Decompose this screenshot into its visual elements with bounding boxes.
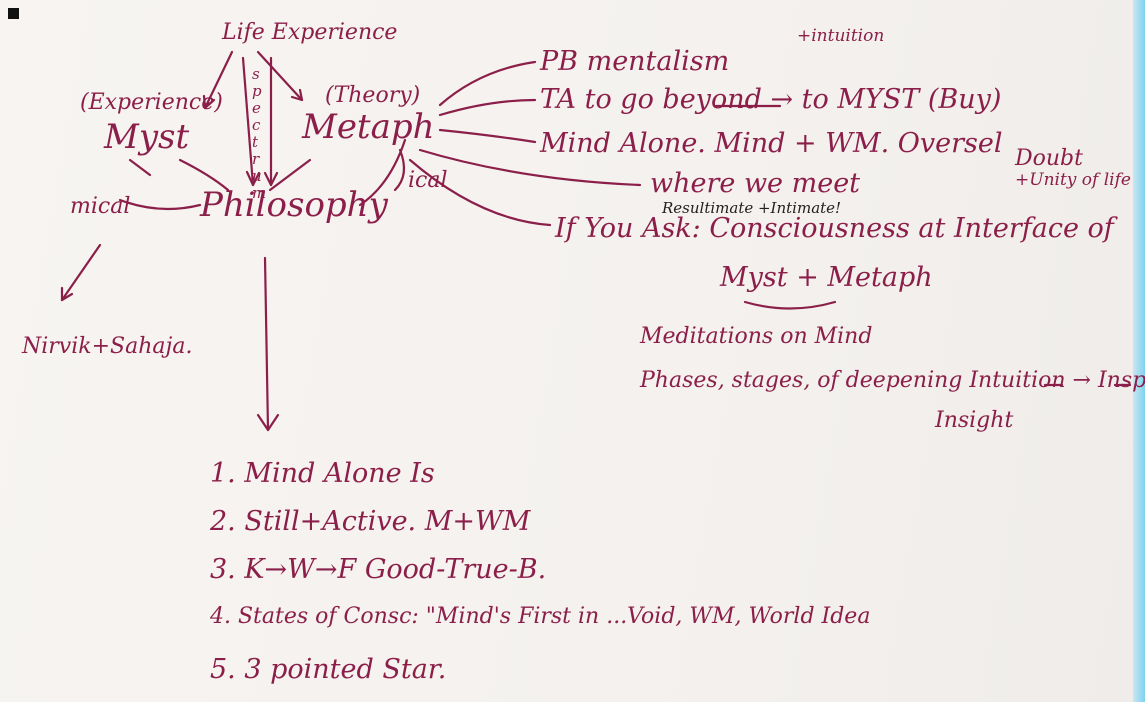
- branch-4: [418, 148, 642, 187]
- arrow-myst-mical: [128, 158, 152, 177]
- branch-myst-metaph: Myst + Metaph: [720, 262, 933, 293]
- arrowhead: [263, 171, 279, 187]
- arrow-mical-philo: [118, 198, 202, 211]
- branch-to-go-beyond: TA to go beyond → to MYST (Buy): [540, 84, 1002, 115]
- arrowhead: [256, 413, 280, 432]
- branch-pb-mentalism: PB mentalism: [540, 46, 730, 77]
- branch-unity: +Unity of life: [1015, 170, 1131, 190]
- branch-where-we-meet: where we meet: [650, 168, 861, 199]
- branch-doubt: Doubt: [1015, 146, 1083, 171]
- list-item-1: 1. Mind Alone Is: [210, 458, 435, 489]
- arrow-philo-metaph: [358, 138, 407, 207]
- list-item-4: 4. States of Consc: "Mind's First in ...…: [210, 604, 871, 629]
- branch-5: [408, 158, 552, 227]
- corner-mark: [8, 8, 19, 19]
- branch-1: [438, 60, 537, 107]
- arrowhead: [202, 94, 216, 110]
- branch-insight: Insight: [935, 408, 1014, 433]
- branch-2: [438, 98, 537, 117]
- branch-resultant: Resultimate +Intimate!: [662, 199, 842, 217]
- label-nirvik-sahaja: Nirvik+Sahaja.: [22, 334, 193, 359]
- branch-3: [438, 128, 537, 144]
- branch-intuition: +intuition: [797, 26, 885, 46]
- label-spectrum: spectrum: [252, 65, 267, 202]
- arrow-down: [263, 256, 270, 432]
- arrowhead: [245, 170, 261, 187]
- arrow-metaph-ical: [393, 148, 406, 192]
- branch-if-you-ask: If You Ask: Consciousness at Interface o…: [555, 213, 1114, 244]
- list-item-2: 2. Still+Active. M+WM: [210, 506, 531, 537]
- paper-edge: [1133, 0, 1145, 702]
- label-myst: Myst: [104, 117, 190, 157]
- branch-meditations: Meditations on Mind: [640, 324, 873, 349]
- arrow-le-metaph: [256, 50, 304, 102]
- label-metaph: Metaph: [302, 107, 435, 147]
- arrowhead: [60, 286, 74, 302]
- arrow-spectrum-1: [241, 56, 255, 187]
- arrow-metaph-philo: [268, 158, 312, 192]
- arrowhead: [290, 88, 304, 102]
- arrow-myst-philo: [178, 158, 230, 192]
- label-theory: (Theory): [325, 83, 421, 108]
- label-experience: (Experience): [80, 90, 223, 115]
- label-life-experience: Life Experience: [222, 20, 398, 45]
- arrow-nirvik: [60, 243, 102, 302]
- arrow-myst-metaph: [743, 300, 837, 310]
- list-item-3: 3. K→W→F Good-True-B.: [210, 554, 547, 585]
- list-item-5: 5. 3 pointed Star.: [210, 654, 447, 685]
- branch-phases: Phases, stages, of deepening Intuition →…: [640, 368, 1145, 393]
- branch-mind-alone: Mind Alone. Mind + WM. Oversel: [540, 128, 1003, 159]
- label-ical: ical: [408, 168, 448, 193]
- label-mical: mical: [70, 194, 131, 219]
- label-philosophy: Philosophy: [200, 185, 388, 225]
- arrow-le-myst: [203, 50, 234, 110]
